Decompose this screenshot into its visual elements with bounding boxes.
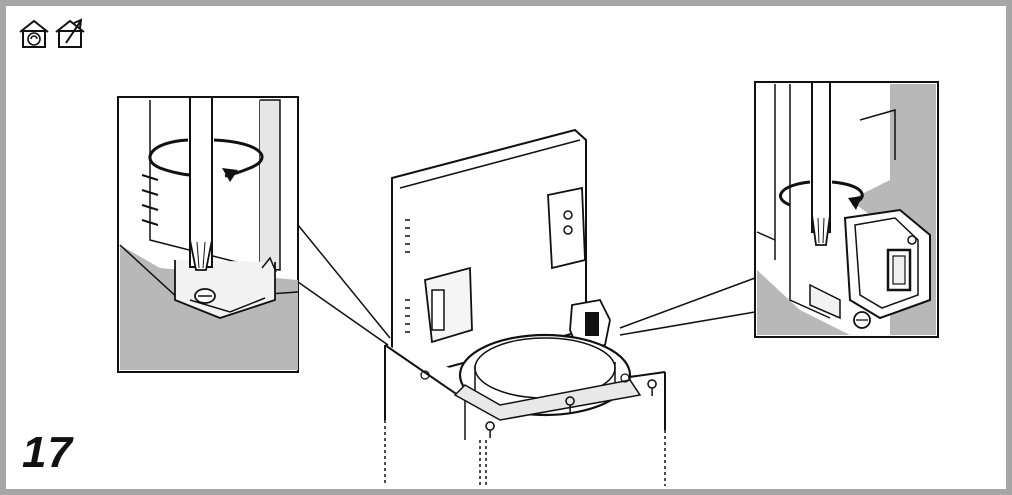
power-connector-icon (843, 208, 931, 329)
left-callout-line (297, 224, 391, 346)
right-detail-panel (754, 81, 939, 338)
recirculation-mode-icon (19, 19, 49, 48)
left-detail-panel (117, 96, 299, 373)
rotate-arrow-icon (779, 180, 864, 210)
step-number: 17 (22, 428, 73, 477)
ducted-exhaust-mode-icon (55, 18, 85, 48)
vent-slots (141, 174, 159, 226)
hood-chimney-unit (384, 128, 666, 486)
right-callout-line (619, 277, 756, 336)
screwdriver-icon (189, 96, 213, 271)
rotate-arrow-icon (148, 138, 264, 182)
mode-icons (18, 18, 86, 50)
screwdriver-icon (811, 81, 831, 246)
